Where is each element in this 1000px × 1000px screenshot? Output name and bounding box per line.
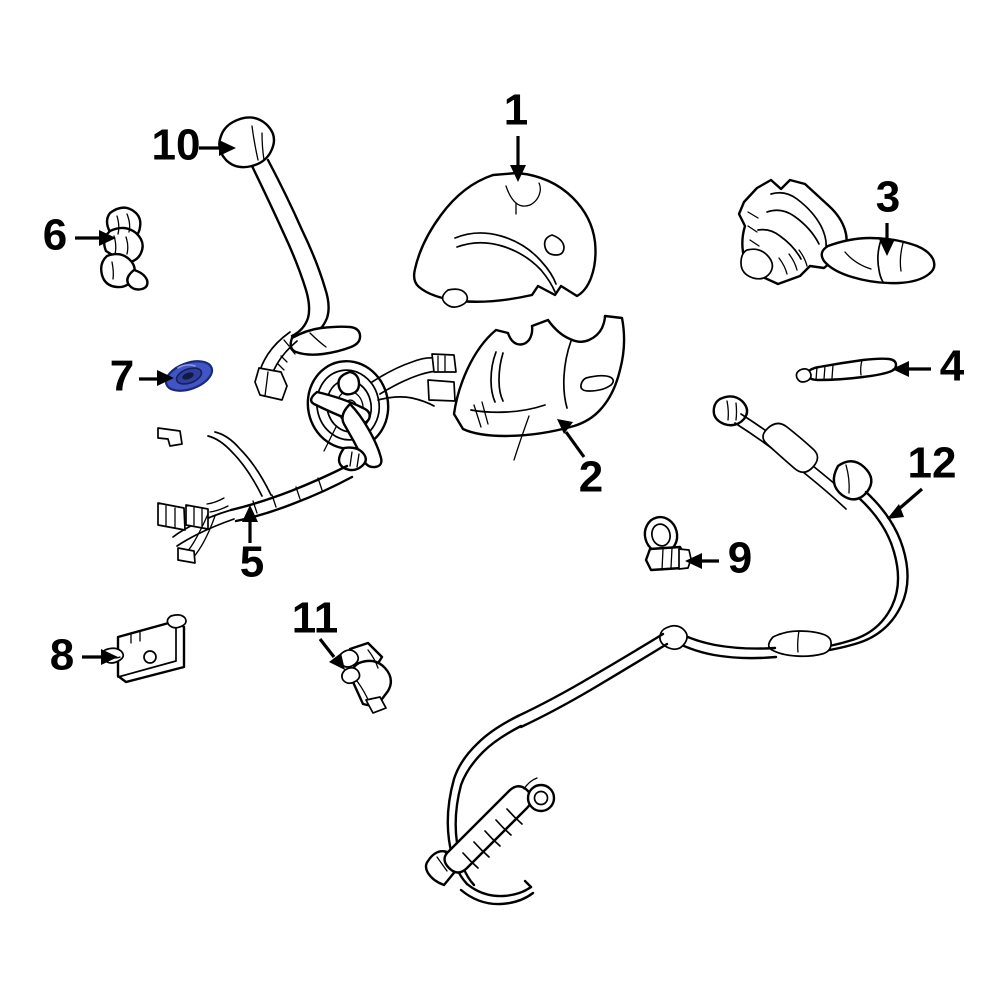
part-transmission-shift-cable[interactable] [424, 395, 909, 906]
leader-1 [510, 136, 526, 182]
leader-6 [75, 230, 116, 246]
leader-2 [557, 419, 586, 458]
part-shift-interlock-actuator[interactable] [338, 641, 393, 714]
callout-label-2: 2 [579, 453, 603, 502]
callout-label-11: 11 [292, 594, 339, 643]
part-lock-pin[interactable] [795, 357, 898, 383]
leader-3 [879, 223, 895, 256]
leader-8 [82, 649, 118, 665]
part-clockspring-wiring-harness[interactable] [157, 353, 457, 564]
callout-label-10: 10 [152, 121, 201, 170]
leader-5 [242, 505, 258, 543]
leader-4 [892, 361, 931, 377]
callout-label-8: 8 [50, 631, 74, 680]
part-control-module[interactable] [100, 614, 187, 684]
part-multifunction-turn-signal-switch[interactable] [737, 178, 936, 286]
leader-11 [318, 638, 345, 670]
leader-10 [199, 140, 236, 156]
part-gear-shift-lever[interactable] [218, 116, 362, 401]
callout-label-3: 3 [876, 173, 900, 222]
callout-label-12: 12 [908, 439, 957, 488]
part-lower-steering-column-cover[interactable] [452, 314, 626, 461]
part-upper-steering-column-cover[interactable] [412, 171, 597, 308]
callout-label-9: 9 [728, 534, 752, 583]
leader-12 [887, 487, 924, 519]
part-thrust-washer-seal[interactable] [162, 356, 216, 397]
part-cable-retaining-clip[interactable] [641, 514, 692, 572]
washer-highlight [177, 364, 196, 369]
washer-hole [182, 372, 194, 380]
callout-label-7: 7 [110, 352, 134, 401]
callout-label-4: 4 [940, 342, 965, 391]
callout-label-5: 5 [240, 538, 264, 587]
leader-9 [685, 553, 719, 569]
callout-label-6: 6 [43, 211, 67, 260]
leader-7 [139, 370, 174, 386]
callout-label-1: 1 [504, 86, 528, 135]
part-ignition-key-sensor[interactable] [99, 206, 149, 291]
